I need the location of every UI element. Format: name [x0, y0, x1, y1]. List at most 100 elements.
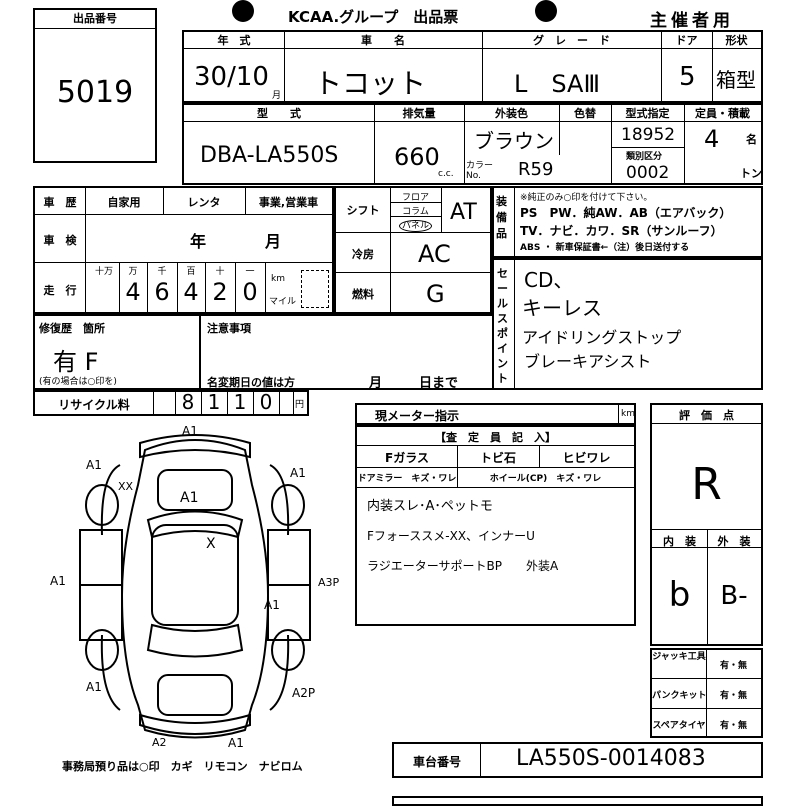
- interior-label: 内 装: [663, 535, 696, 548]
- capacity-label: 定員・積載: [695, 107, 750, 120]
- name-label: 車 名: [361, 34, 405, 47]
- damage-mark-a2p: A2P: [292, 686, 316, 700]
- history-option-rental: レンタ: [187, 196, 221, 209]
- deadline-month-unit: 月: [369, 376, 383, 391]
- vehicle-row1: 年 式 車 名 グ レ ー ド ドア 形状 30/10 月 トコット L SAⅢ…: [182, 30, 763, 103]
- fuel-value: G: [426, 280, 445, 308]
- mile-checkbox[interactable]: [301, 270, 329, 308]
- inspector-col-wheel: ホイール(CP) キズ・ワレ: [489, 474, 602, 484]
- year-month-suffix: 月: [272, 91, 282, 101]
- shift-value: AT: [450, 200, 477, 225]
- tool-kit-label: パンクキット: [652, 691, 707, 701]
- damage-mark-left: A1: [50, 574, 66, 588]
- equipment-label: 装備品: [496, 195, 507, 240]
- shift-label: シフト: [346, 204, 380, 217]
- digit-label-1: 一: [245, 267, 255, 277]
- color-no-label: カラーNo.: [466, 161, 494, 181]
- digit-label-100: 百: [186, 267, 196, 277]
- equipment-note: ※純正のみ○印を付けて下さい。: [520, 193, 653, 203]
- repair-note: (有の場合は○印を): [39, 377, 117, 387]
- repair-block: 修復歴 箇所 有 F (有の場合は○印を): [33, 314, 201, 390]
- digit-label-10k: 万: [128, 267, 138, 277]
- damage-mark-fr: A1: [290, 466, 306, 480]
- class-value: 0002: [626, 163, 670, 183]
- history-block: 車 歴 自家用 レンタ 事業,営業車 車 検 年 月 走 行 十万 万 千 百 …: [33, 186, 334, 314]
- tool-jack-value: 有・無: [719, 661, 747, 671]
- grade-value: L SAⅢ: [514, 70, 601, 98]
- exterior-value: B-: [720, 581, 748, 611]
- tool-spare-value: 有・無: [719, 721, 747, 731]
- digit-label-1k: 千: [157, 267, 167, 277]
- meter-label: 現メーター指示: [375, 409, 460, 423]
- form-title: KCAA.グループ 出品票: [288, 8, 459, 26]
- equipment-line1: PS PW．純AW．AB（エアバック）: [520, 206, 732, 220]
- notes-label: 注意事項: [207, 322, 251, 335]
- notes-block: 注意事項 名変期日の値は方 月 日まで: [199, 314, 494, 391]
- chassis-label: 車台番号: [412, 755, 461, 769]
- inspector-block: 【査 定 員 記 入】 Fガラス トビ石 ヒビワレ ドアミラー キズ・ワレ ホイ…: [355, 425, 636, 626]
- fuel-label: 燃料: [352, 288, 374, 301]
- recycle-digit-4: 0: [259, 390, 273, 414]
- damage-mark-hood: A1: [180, 490, 199, 506]
- damage-mark-fl: A1: [86, 458, 102, 472]
- mileage-digit-1: 0: [242, 278, 258, 306]
- grade-label: グ レ ー ド: [533, 34, 610, 47]
- punch-hole-right: [535, 0, 557, 22]
- inspection-year-unit: 年: [190, 232, 207, 251]
- history-option-private: 自家用: [107, 196, 141, 209]
- mileage-digit-1k: 6: [154, 278, 170, 306]
- doors-value: 5: [679, 62, 696, 92]
- inspection-label: 車 検: [43, 234, 77, 247]
- damage-mark-a2: A2: [152, 736, 167, 749]
- recycle-block: リサイクル料 8 1 1 0 円: [33, 390, 309, 416]
- model-label: 型 式: [257, 107, 301, 120]
- color-swap-label: 色替: [574, 107, 596, 120]
- rating-label: 評 価 点: [679, 409, 734, 422]
- interior-value: b: [668, 575, 691, 615]
- damage-mark-front: A1: [182, 424, 198, 438]
- damage-mark-roof-x: X: [206, 536, 216, 552]
- recycle-digit-2: 1: [207, 390, 221, 414]
- repair-label: 修復歴 箇所: [39, 322, 105, 335]
- color-value: ブラウン: [474, 129, 554, 153]
- deadline-day-unit: 日まで: [419, 376, 459, 391]
- inspector-line2: Fフォーススメ-XX、インナーU: [367, 529, 535, 543]
- sales-point-line4: ブレーキアシスト: [524, 352, 652, 371]
- damage-mark-rl: A1: [86, 680, 102, 694]
- shift-option-floor: フロア: [401, 193, 429, 203]
- mileage-label: 走 行: [43, 284, 77, 297]
- rating-value: R: [691, 459, 722, 510]
- class-label: 類別区分: [626, 152, 663, 162]
- inspection-month-unit: 月: [265, 232, 282, 251]
- vehicle-name-value: トコット: [314, 67, 427, 100]
- doors-label: ドア: [675, 34, 698, 47]
- year-value: 30/10: [194, 62, 269, 92]
- damage-mark-rear: A1: [228, 736, 244, 750]
- color-no-value: R59: [518, 159, 554, 180]
- km-label: km: [271, 274, 285, 284]
- rating-block: 評 価 点 R 内 装 外 装 b B-: [650, 403, 763, 646]
- form-role: 主催者用: [650, 11, 734, 31]
- deadline-label: 名変期日の値は方: [207, 376, 295, 389]
- year-label: 年 式: [217, 34, 251, 47]
- mileage-digit-10: 2: [212, 278, 228, 306]
- digit-label-10: 十: [215, 267, 225, 277]
- lot-number-box: 出品番号 5019: [33, 8, 157, 163]
- bottom-box: [392, 796, 763, 806]
- mile-label: マイル: [269, 297, 297, 307]
- mileage-digit-10k: 4: [125, 278, 141, 306]
- digit-label-100k: 十万: [94, 267, 113, 277]
- load-unit: トン: [740, 167, 762, 180]
- vehicle-row2: 型 式 排気量 外装色 色替 型式指定 定員・積載 DBA-LA550S 660…: [182, 103, 763, 185]
- equipment-line2: TV．ナビ．カワ．SR（サンルーフ）: [520, 224, 723, 238]
- lot-number-value: 5019: [56, 75, 134, 110]
- history-option-business: 事業,営業車: [258, 196, 319, 209]
- shift-option-panel: パネル: [390, 218, 441, 232]
- tools-block: ジャッキ工具 有・無 パンクキット 有・無 スペアタイヤ 有・無: [650, 648, 763, 738]
- meter-block: 現メーター指示 km: [355, 403, 636, 425]
- damage-mark-a3p: A3P: [318, 576, 340, 589]
- color-label: 外装色: [495, 107, 528, 120]
- shift-block: シフト フロア コラム パネル AT 冷房 AC 燃料 G: [334, 186, 492, 314]
- tool-spare-label: スペアタイヤ: [652, 721, 706, 731]
- inspector-col-mirror: ドアミラー キズ・ワレ: [357, 474, 457, 484]
